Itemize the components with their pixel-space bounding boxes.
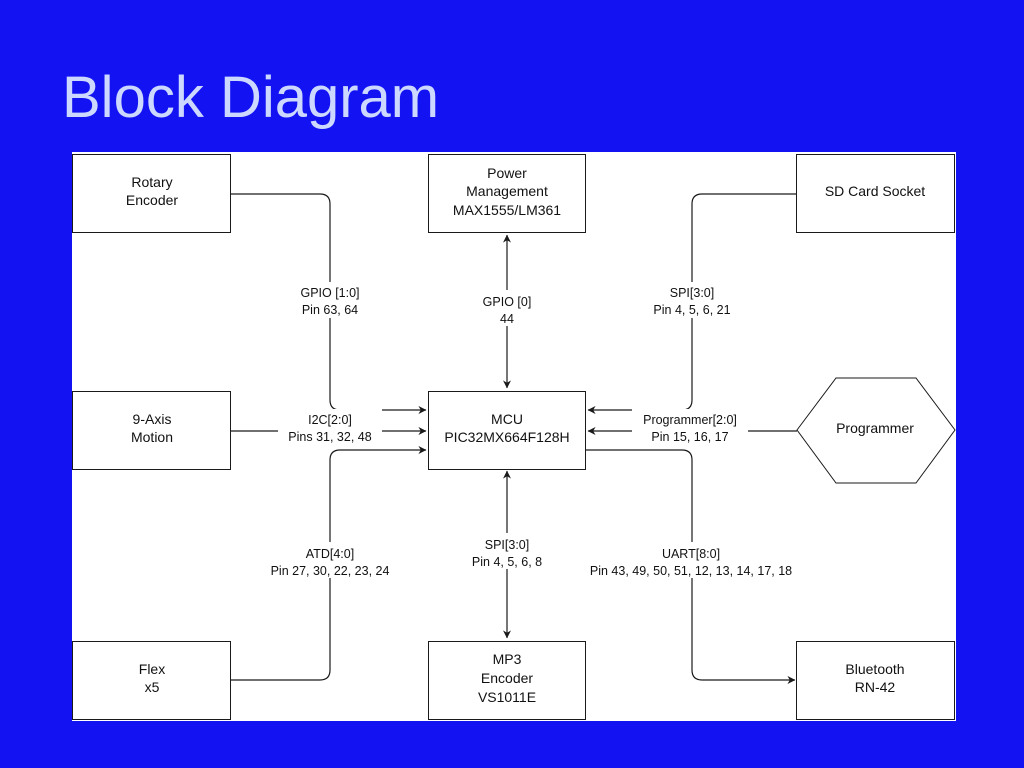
edge-label-bluetooth-line1: UART[8:0]	[662, 547, 720, 561]
edge-label-mp3-line1: SPI[3:0]	[485, 538, 529, 552]
svg-text:Programmer: Programmer	[836, 420, 914, 436]
node-power-management: Power Management MAX1555/LM361	[428, 154, 586, 233]
edge-label-bluetooth-line2: Pin 43, 49, 50, 51, 12, 13, 14, 17, 18	[590, 564, 792, 578]
svg-text:Management: Management	[466, 183, 548, 199]
svg-text:Encoder: Encoder	[481, 670, 533, 686]
node-flex-x5: Flex x5	[72, 641, 231, 720]
svg-text:MCU: MCU	[491, 411, 523, 427]
svg-text:Encoder: Encoder	[126, 192, 178, 208]
svg-text:PIC32MX664F128H: PIC32MX664F128H	[444, 429, 569, 445]
node-sd-card-socket: SD Card Socket	[796, 154, 955, 233]
node-bluetooth: Bluetooth RN-42	[796, 641, 955, 720]
svg-text:SD Card Socket: SD Card Socket	[825, 183, 925, 199]
edge-label-motion-line1: I2C[2:0]	[308, 413, 352, 427]
edge-label-power-line2: 44	[500, 312, 514, 326]
svg-text:RN-42: RN-42	[855, 679, 896, 695]
slide-title: Block Diagram	[62, 65, 440, 130]
edge-label-mp3-line2: Pin 4, 5, 6, 8	[472, 555, 542, 569]
edge-label-flex-line2: Pin 27, 30, 22, 23, 24	[271, 564, 390, 578]
svg-text:9-Axis: 9-Axis	[133, 411, 172, 427]
svg-text:Flex: Flex	[139, 661, 165, 677]
svg-text:MP3: MP3	[493, 651, 522, 667]
node-rotary-encoder: Rotary Encoder	[72, 154, 231, 233]
svg-text:x5: x5	[145, 679, 160, 695]
block-diagram: GPIO [1:0] Pin 63, 64 GPIO [0] 44 SPI[3:…	[72, 152, 956, 721]
node-mp3-encoder: MP3 Encoder VS1011E	[428, 641, 586, 720]
edge-label-sd-line2: Pin 4, 5, 6, 21	[653, 303, 730, 317]
svg-text:Motion: Motion	[131, 429, 173, 445]
svg-text:Bluetooth: Bluetooth	[845, 661, 904, 677]
edge-label-power-line1: GPIO [0]	[483, 295, 532, 309]
node-mcu: MCU PIC32MX664F128H	[428, 391, 586, 470]
svg-text:Rotary: Rotary	[131, 174, 172, 190]
svg-text:VS1011E: VS1011E	[478, 689, 536, 705]
edge-label-rotary-line1: GPIO [1:0]	[300, 286, 359, 300]
node-9-axis-motion: 9-Axis Motion	[72, 391, 231, 470]
svg-text:Power: Power	[487, 165, 527, 181]
edge-label-flex-line1: ATD[4:0]	[306, 547, 354, 561]
node-programmer: Programmer	[796, 377, 956, 484]
svg-text:MAX1555/LM361: MAX1555/LM361	[453, 202, 561, 218]
edge-label-rotary-line2: Pin 63, 64	[302, 303, 358, 317]
edge-label-programmer-line1: Programmer[2:0]	[643, 413, 737, 427]
edge-label-motion-line2: Pins 31, 32, 48	[288, 430, 371, 444]
edge-label-sd-line1: SPI[3:0]	[670, 286, 714, 300]
edge-label-programmer-line2: Pin 15, 16, 17	[651, 430, 728, 444]
